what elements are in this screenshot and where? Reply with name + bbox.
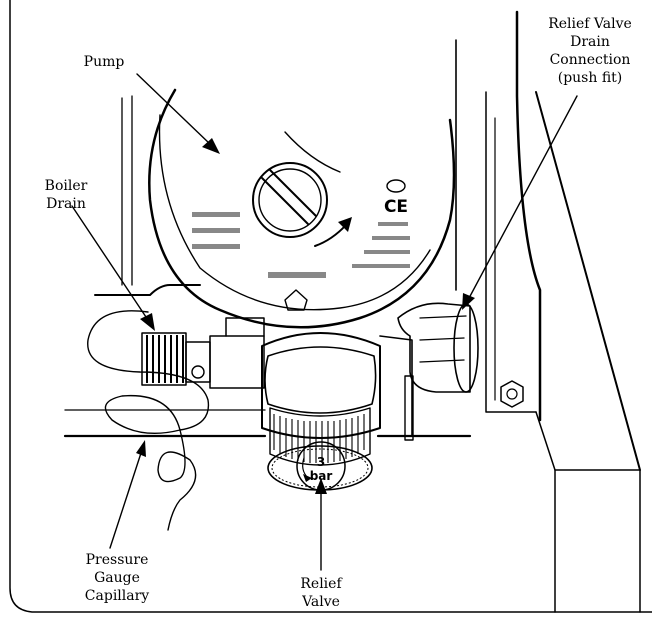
label-pressure-gauge-line-1: Pressure — [86, 552, 149, 568]
label-pressure-gauge-line-3: Capillary — [85, 588, 149, 604]
valve-rating-value: 3 — [317, 455, 325, 469]
label-relief-valve-drain-line-2: Drain — [570, 34, 610, 50]
label-relief-valve-line-2: Valve — [301, 594, 340, 610]
label-relief-valve-drain-line-3: Connection — [550, 52, 631, 68]
label-boiler-drain-line-1: Boiler — [45, 178, 88, 194]
valve-rating-unit: bar — [310, 469, 333, 483]
fixing-nut-icon — [500, 380, 524, 408]
relief-valve-drain-connection — [397, 302, 479, 393]
ce-mark: CE — [384, 197, 408, 217]
label-relief-valve-drain-line-4: (push fit) — [558, 70, 623, 86]
pump-body: CE — [148, 88, 456, 329]
label-relief-valve-line-1: Relief — [300, 576, 343, 592]
pressure-gauge-capillary-tube — [87, 310, 210, 531]
relief-valve: 3 bar — [261, 332, 414, 491]
boiler-casing — [63, 10, 641, 613]
diagram-frame — [9, 0, 652, 613]
label-pump: Pump — [84, 54, 125, 70]
label-pressure-gauge-line-2: Gauge — [94, 570, 140, 586]
leader-arrows — [71, 73, 578, 571]
label-boiler-drain-line-2: Drain — [46, 196, 86, 212]
boiler-drain-fitting — [141, 317, 265, 389]
label-relief-valve-drain-line-1: Relief Valve — [548, 16, 632, 32]
